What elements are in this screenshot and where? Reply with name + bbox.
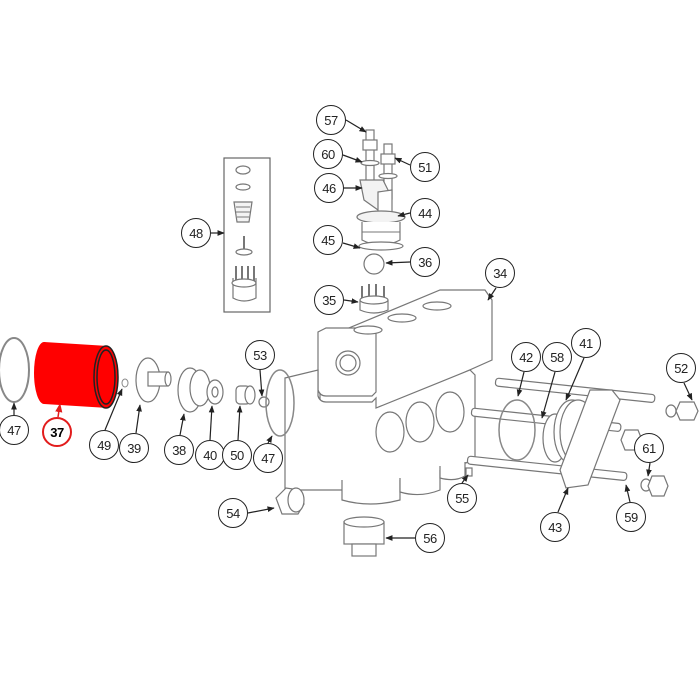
callout-47-right: 47: [253, 443, 283, 473]
callout-43: 43: [540, 512, 570, 542]
callout-53: 53: [245, 340, 275, 370]
callout-58: 58: [542, 342, 572, 372]
callout-52: 52: [666, 353, 696, 383]
callout-55: 55: [447, 483, 477, 513]
valve-stack: [356, 129, 406, 314]
valve-kit-48: [223, 157, 271, 313]
callout-36: 36: [410, 247, 440, 277]
callout-61: 61: [634, 433, 664, 463]
callout-42: 42: [511, 342, 541, 372]
callout-37-highlighted: 37: [42, 417, 72, 447]
callout-51: 51: [410, 152, 440, 182]
callout-57: 57: [316, 105, 346, 135]
callout-48: 48: [181, 218, 211, 248]
part-37-highlighted: [34, 342, 119, 409]
callout-38: 38: [164, 435, 194, 465]
callout-59: 59: [616, 502, 646, 532]
callout-56: 56: [415, 523, 445, 553]
leader-lines: [11, 119, 693, 541]
callout-45: 45: [313, 225, 343, 255]
callout-34: 34: [485, 258, 515, 288]
callout-40: 40: [195, 440, 225, 470]
callout-35: 35: [314, 285, 344, 315]
callout-54: 54: [218, 498, 248, 528]
callout-47-left: 47: [0, 415, 29, 445]
callout-46: 46: [314, 173, 344, 203]
manifold-34: [284, 289, 493, 505]
left-parts: [0, 337, 295, 437]
callout-41: 41: [571, 328, 601, 358]
callout-50: 50: [222, 440, 252, 470]
callout-60: 60: [313, 139, 343, 169]
callout-39: 39: [119, 433, 149, 463]
bottom-parts: [275, 487, 385, 557]
callout-49: 49: [89, 430, 119, 460]
right-parts: [465, 377, 699, 497]
callout-44: 44: [410, 198, 440, 228]
